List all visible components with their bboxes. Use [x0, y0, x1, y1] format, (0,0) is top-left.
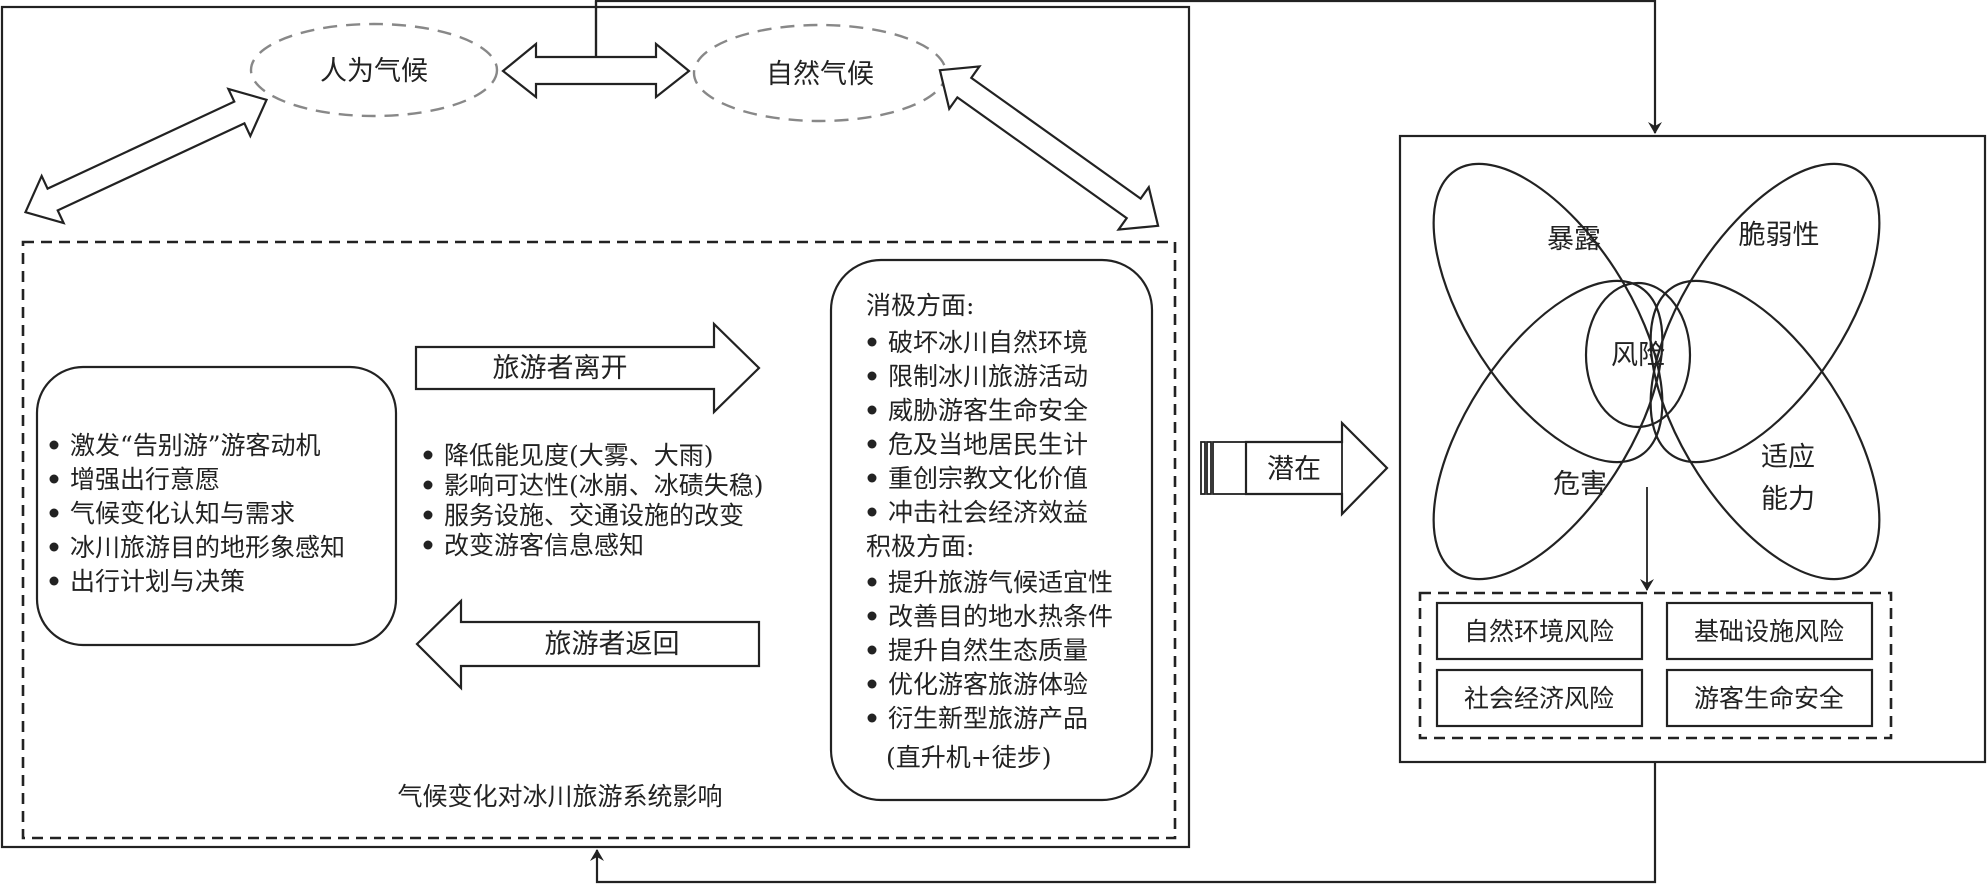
access-item: 服务设施、交通设施的改变: [444, 501, 744, 530]
risk-core: [1584, 281, 1692, 429]
positive-item: 提升旅游气候适宜性: [888, 568, 1113, 597]
impacts-box: [829, 258, 1154, 802]
vulnerability-label: 脆弱性: [1739, 220, 1820, 251]
negative-item: 危及当地居民生计: [888, 430, 1088, 459]
positive-note: (直升机+徒步): [886, 743, 1051, 772]
motivation-item: 激发“告别游”游客动机: [70, 431, 321, 460]
tourist-return-label: 旅游者返回: [545, 629, 680, 660]
motivation-item: 出行计划与决策: [70, 567, 245, 596]
potential-arrow: 潜在: [1200, 420, 1389, 517]
risk-type-label: 社会经济风险: [1464, 684, 1614, 713]
potential-label: 潜在: [1267, 454, 1321, 485]
adaptive-capacity-label-1: 适应: [1761, 442, 1815, 473]
negative-header: 消极方面:: [866, 291, 974, 320]
tourist-leave-arrow: 旅游者离开: [414, 321, 761, 415]
positive-header: 积极方面:: [866, 532, 974, 561]
motivation-item: 冰川旅游目的地形象感知: [70, 533, 345, 562]
hazard-label: 危害: [1553, 469, 1607, 500]
impacts-list: 消极方面: 破坏冰川自然环境 限制冰川旅游活动 威胁游客生命安全 危及当地居民生…: [866, 291, 1113, 772]
risk-type-box: [1435, 601, 1644, 661]
positive-item: 改善目的地水热条件: [888, 602, 1113, 631]
anthropogenic-climate-node: 人为气候: [249, 22, 499, 118]
motivation-item: 气候变化认知与需求: [70, 499, 295, 528]
vulnerability-petal: [1649, 162, 1881, 464]
adaptive-capacity-label-2: 能力: [1761, 484, 1815, 515]
natural-climate-node: 自然气候: [692, 23, 948, 123]
risk-type-label: 基础设施风险: [1694, 617, 1844, 646]
risk-type-box: [1665, 668, 1874, 728]
anthropogenic-climate-label: 人为气候: [320, 56, 428, 87]
negative-item: 重创宗教文化价值: [888, 464, 1088, 493]
exposure-label: 暴露: [1547, 224, 1601, 255]
feedback-line-bottom: [590, 762, 1657, 884]
access-item: 影响可达性(冰崩、冰碛失稳): [444, 471, 764, 500]
negative-item: 冲击社会经济效益: [888, 498, 1088, 527]
access-item: 降低能见度(大雾、大雨): [444, 441, 714, 470]
risk-type-box: [1665, 601, 1874, 661]
positive-item: 优化游客旅游体验: [888, 670, 1088, 699]
negative-item: 破坏冰川自然环境: [888, 328, 1088, 357]
risk-type-box: [1435, 668, 1644, 728]
negative-item: 限制冰川旅游活动: [888, 362, 1088, 391]
motivation-list: 激发“告别游”游客动机 增强出行意愿 气候变化认知与需求 冰川旅游目的地形象感知…: [49, 431, 345, 596]
risk-petals: [1432, 162, 1881, 581]
motivation-item: 增强出行意愿: [70, 465, 220, 494]
natural-climate-label: 自然气候: [766, 59, 874, 90]
anthropogenic-to-system-arrow: [23, 87, 269, 225]
potential-arrow-stripe: [1206, 441, 1212, 495]
adaptive-capacity-petal: [1649, 279, 1881, 581]
risk-type-label: 游客生命安全: [1694, 684, 1844, 713]
tourist-return-arrow: 旅游者返回: [415, 598, 761, 691]
hazard-petal: [1432, 279, 1664, 581]
access-list: 降低能见度(大雾、大雨) 影响可达性(冰崩、冰碛失稳) 服务设施、交通设施的改变…: [423, 441, 764, 560]
risk-type-label: 自然环境风险: [1464, 617, 1614, 646]
positive-item: 衍生新型旅游产品: [888, 704, 1088, 733]
risk-box: [1398, 134, 1987, 764]
positive-item: 提升自然生态质量: [888, 636, 1088, 665]
tourist-leave-label: 旅游者离开: [493, 353, 628, 384]
risk-type-grid: 自然环境风险 基础设施风险 社会经济风险 游客生命安全: [1435, 601, 1874, 728]
potential-arrow-tail: [1212, 441, 1247, 495]
system-dashed-box: [21, 240, 1177, 840]
access-item: 改变游客信息感知: [444, 531, 644, 560]
natural-to-system-arrow: [938, 65, 1160, 231]
risk-types-dashed-box: [1418, 591, 1893, 740]
negative-item: 威胁游客生命安全: [888, 396, 1088, 425]
potential-arrow-stripe: [1200, 441, 1206, 495]
system-caption: 气候变化对冰川旅游系统影响: [397, 782, 722, 811]
exposure-petal: [1432, 162, 1664, 464]
climate-interaction-arrow: [501, 41, 691, 100]
motivation-box: [35, 365, 398, 647]
risk-center-label: 风险: [1611, 340, 1665, 371]
